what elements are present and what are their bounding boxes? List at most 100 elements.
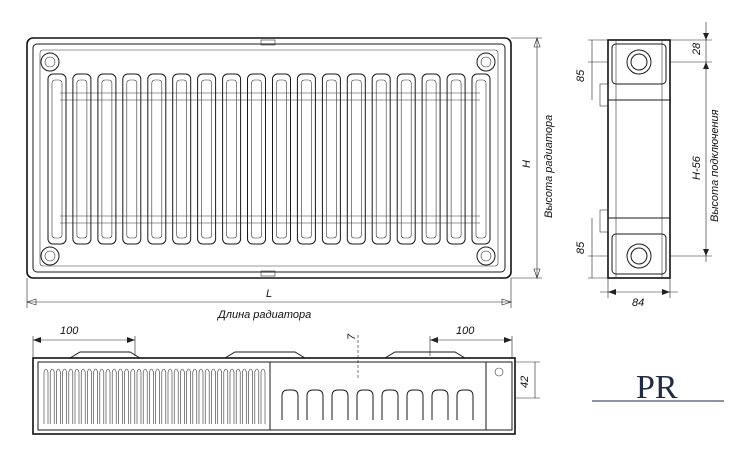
- channel: [431, 389, 449, 420]
- left-margin-label: 100: [60, 325, 79, 337]
- convector-fin: [149, 368, 154, 424]
- convector-fin: [118, 368, 123, 424]
- convector-fin: [49, 368, 55, 424]
- height-dimension: [511, 37, 542, 279]
- bottom-pipe-inner: [630, 247, 648, 265]
- convector-fin: [161, 368, 167, 424]
- channel: [406, 389, 424, 420]
- convector-fin: [235, 368, 241, 424]
- front-panel: [272, 73, 291, 245]
- front-panel-inner: [101, 79, 113, 239]
- front-panel: [222, 73, 242, 245]
- length-dimension: [26, 278, 512, 308]
- length-caption: Длина радиатора: [216, 309, 311, 321]
- convector-fin: [43, 368, 49, 424]
- convector-fin: [248, 368, 253, 424]
- front-panel: [346, 73, 366, 245]
- side-view: [599, 39, 671, 279]
- front-panel-inner: [326, 79, 337, 239]
- top-offset-label: 28: [691, 42, 703, 56]
- convector-fin: [130, 368, 136, 424]
- end-cap-plug: [494, 367, 504, 377]
- side-outer: [607, 39, 671, 279]
- front-panel-inner: [151, 79, 163, 239]
- depth-label: 84: [632, 297, 644, 309]
- front-panel-inner: [301, 79, 312, 239]
- gap-label: 7: [346, 333, 358, 340]
- bottom-pipe-label: 85: [575, 241, 587, 254]
- front-panel-inner: [176, 79, 187, 239]
- convector-fin: [254, 368, 260, 424]
- brand-logo: PR: [592, 369, 724, 406]
- length-label: L: [266, 288, 272, 300]
- convector-fin: [74, 368, 80, 424]
- front-panel: [296, 73, 316, 245]
- right-margin-label: 100: [456, 325, 475, 337]
- channel: [281, 389, 299, 420]
- top-bracket-1: [69, 351, 141, 359]
- front-panel: [446, 73, 466, 245]
- convector-fin: [142, 368, 148, 424]
- convector-fin: [229, 368, 235, 424]
- plug-top-right: [476, 52, 496, 72]
- front-panel-inner: [76, 79, 88, 239]
- convector-fin: [223, 368, 229, 424]
- top-bracket-3: [384, 351, 466, 359]
- convector-fin: [80, 368, 86, 424]
- convector-fin: [124, 368, 129, 424]
- top-bracket: [260, 39, 276, 46]
- convector-fin: [155, 368, 160, 424]
- convector-fin: [136, 368, 142, 424]
- convector-fin: [186, 368, 191, 424]
- plug-bottom-left: [40, 246, 60, 266]
- front-panel: [47, 73, 67, 245]
- front-panel-inner: [51, 79, 63, 239]
- bottom-connection-block: [611, 233, 667, 275]
- channel: [456, 389, 474, 420]
- convector-fin: [62, 368, 67, 424]
- convector-fin: [217, 368, 222, 424]
- plug-bottom-right: [476, 246, 496, 266]
- front-panel-inner: [201, 79, 212, 239]
- front-panel: [471, 73, 491, 245]
- channel: [381, 389, 399, 420]
- front-panel: [371, 73, 391, 245]
- convector-fin: [173, 368, 179, 424]
- convector-fin: [56, 368, 61, 424]
- front-panels: [47, 73, 491, 245]
- front-panel: [147, 73, 167, 245]
- bottom-pipe-outer: [626, 243, 652, 269]
- front-panel-inner: [425, 79, 437, 239]
- front-panel-inner: [450, 79, 462, 239]
- front-panel: [321, 73, 341, 245]
- top-pipe-label: 85: [575, 69, 587, 82]
- top-view-dimensions: [32, 336, 540, 399]
- front-panel: [72, 73, 92, 245]
- connection-height-label: H-56: [691, 155, 703, 180]
- height-caption: Высота радиатора: [543, 115, 555, 218]
- side-bracket-top: [599, 83, 609, 107]
- channel: [306, 389, 324, 420]
- front-outer-frame: [26, 37, 512, 279]
- convector-fin: [198, 368, 204, 424]
- side-bracket-bottom: [599, 209, 609, 233]
- height-label: H: [521, 160, 533, 168]
- end-cap: [485, 361, 513, 431]
- top-bracket-2: [224, 351, 306, 359]
- front-panel-inner: [251, 79, 262, 239]
- connection-caption: Высота подключения: [709, 109, 721, 222]
- top-pipe-inner: [630, 53, 648, 71]
- side-height-label: 42: [519, 376, 531, 388]
- side-dimensions: [588, 22, 712, 298]
- channel: [331, 389, 349, 420]
- front-panel-inner: [226, 79, 237, 239]
- top-view-right-section: [269, 361, 487, 431]
- front-panel: [97, 73, 117, 245]
- convector-fin: [105, 368, 111, 424]
- channel: [356, 389, 374, 420]
- convector-fin: [260, 368, 266, 424]
- front-view: [26, 37, 512, 279]
- top-connection-block: [611, 43, 667, 85]
- front-panel: [197, 73, 217, 245]
